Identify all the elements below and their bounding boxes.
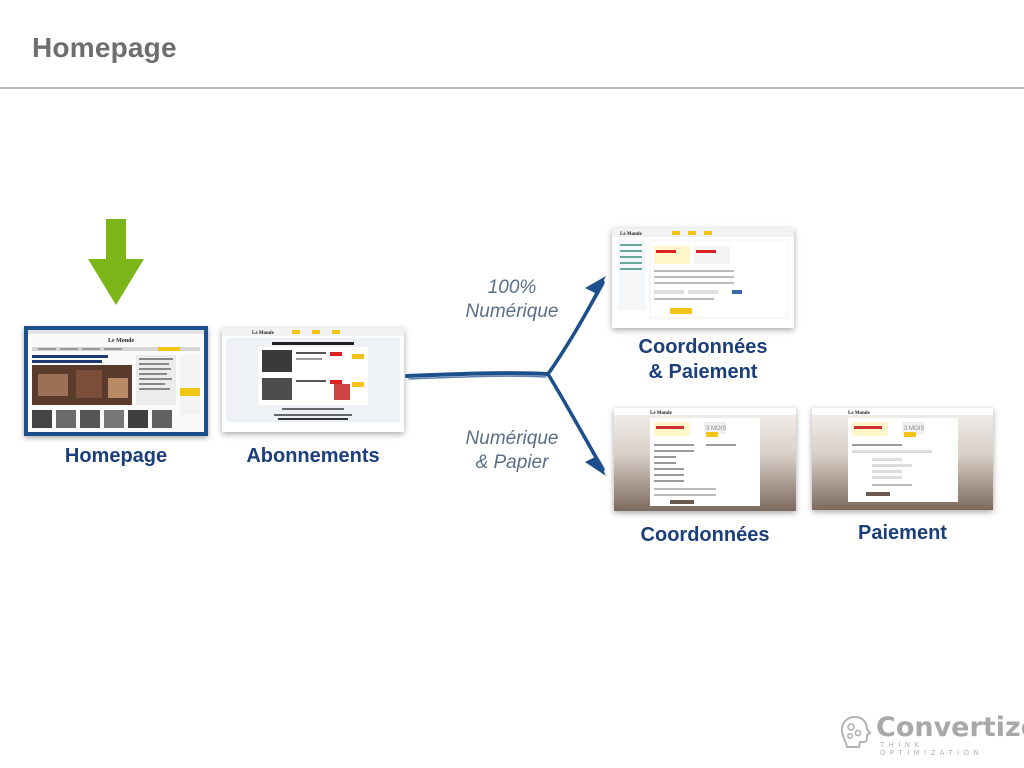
title-divider xyxy=(0,87,1024,89)
flow-arrowhead-upper-icon xyxy=(585,276,606,294)
convertize-logo-icon xyxy=(840,715,872,748)
paiement-caption: Paiement xyxy=(858,522,947,544)
coordonnees-caption: Coordonnées xyxy=(640,524,770,546)
svg-text:3 MOIS: 3 MOIS xyxy=(706,426,726,432)
svg-text:Le Monde: Le Monde xyxy=(620,232,643,237)
coordonnees-paiement-screenshot[interactable]: Le Monde xyxy=(612,228,794,328)
flow-arrowhead-lower-icon xyxy=(585,456,606,476)
svg-text:Le Monde: Le Monde xyxy=(650,411,673,416)
flow-arrow-stem xyxy=(405,371,550,378)
svg-text:Le Monde: Le Monde xyxy=(252,331,275,336)
abonnements-screenshot[interactable]: Le Monde xyxy=(222,328,404,432)
flow-arrows xyxy=(405,276,606,476)
branch-label-numerique-line2: Numérique xyxy=(465,301,559,322)
branch-label-numerique: 100% Numérique xyxy=(452,276,572,324)
paiement-screenshot[interactable]: Le Monde 3 MOIS xyxy=(812,408,993,510)
branch-label-numerique-papier: Numérique & Papier xyxy=(452,427,572,475)
flow-arrow-upper xyxy=(546,280,605,376)
coordonnees-paiement-caption: Coordonnées & Paiement xyxy=(612,335,794,385)
slide-title: Homepage xyxy=(32,32,177,63)
svg-text:Le Monde: Le Monde xyxy=(848,411,871,416)
branch-label-numerique-line1: 100% xyxy=(487,277,537,298)
brand-tagline: THINK OPTIMIZATION xyxy=(880,741,984,757)
coordonnees-screenshot[interactable]: Le Monde 3 MOIS xyxy=(614,408,796,511)
abonnements-caption: Abonnements xyxy=(246,445,380,467)
homepage-screenshot[interactable]: Le Monde xyxy=(24,326,208,436)
svg-text:3 MOIS: 3 MOIS xyxy=(904,426,924,432)
current-step-arrow-icon xyxy=(88,219,144,305)
coordonnees-paiement-caption-line2: & Paiement xyxy=(648,361,758,383)
coordonnees-paiement-caption-line1: Coordonnées xyxy=(638,336,768,358)
brand-name: Convertize xyxy=(876,712,1024,743)
svg-text:Le Monde: Le Monde xyxy=(108,338,135,344)
branch-label-numerique-papier-line2: & Papier xyxy=(475,452,549,473)
branch-label-numerique-papier-line1: Numérique xyxy=(465,428,559,449)
homepage-caption: Homepage xyxy=(64,445,168,467)
flow-arrow-lower xyxy=(546,372,605,472)
